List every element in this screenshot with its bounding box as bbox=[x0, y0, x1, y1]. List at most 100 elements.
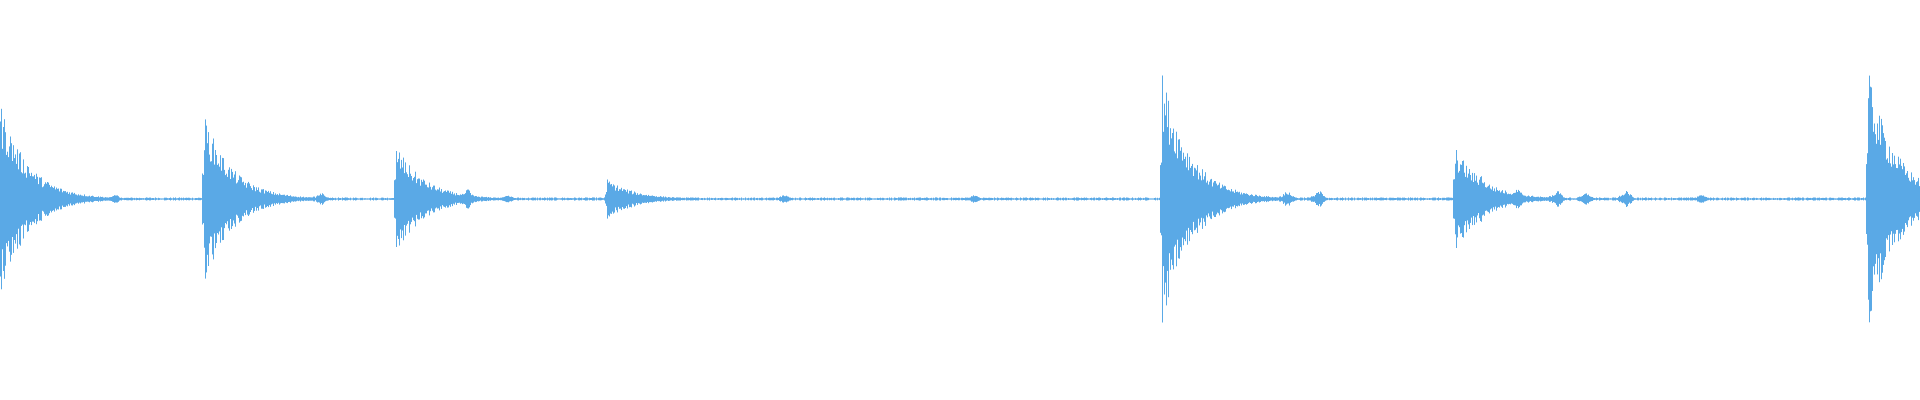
waveform-sample bbox=[649, 195, 650, 203]
waveform-sample bbox=[857, 197, 858, 201]
waveform-sample bbox=[791, 198, 792, 201]
waveform-sample bbox=[304, 197, 305, 201]
waveform-sample bbox=[1150, 198, 1151, 200]
waveform-sample bbox=[1095, 198, 1096, 200]
waveform-sample bbox=[512, 197, 513, 201]
waveform-sample bbox=[751, 197, 752, 201]
waveform-sample bbox=[978, 197, 979, 201]
waveform-sample bbox=[518, 197, 519, 201]
waveform-sample bbox=[25, 172, 26, 226]
waveform-sample bbox=[982, 198, 983, 200]
waveform-sample bbox=[1815, 197, 1816, 201]
waveform-sample bbox=[747, 198, 748, 200]
waveform-sample bbox=[1895, 164, 1896, 234]
waveform-sample bbox=[282, 194, 283, 204]
waveform-sample bbox=[688, 197, 689, 201]
waveform-sample bbox=[1435, 197, 1436, 201]
waveform-sample bbox=[927, 197, 928, 201]
waveform-sample bbox=[1017, 198, 1018, 201]
waveform-sample bbox=[1612, 197, 1613, 201]
waveform-sample bbox=[1025, 197, 1026, 201]
waveform-sample bbox=[465, 193, 466, 205]
waveform-sample bbox=[1268, 196, 1269, 202]
waveform-sample bbox=[598, 197, 599, 201]
waveform-sample bbox=[1070, 198, 1071, 200]
waveform-sample bbox=[1054, 198, 1055, 200]
waveform-sample bbox=[1510, 193, 1511, 205]
waveform-sample bbox=[1910, 181, 1911, 217]
waveform-sample bbox=[10, 136, 11, 262]
waveform-sample bbox=[44, 184, 45, 214]
waveform-sample bbox=[1340, 197, 1341, 201]
waveform-sample bbox=[826, 198, 827, 200]
waveform-sample bbox=[651, 195, 652, 203]
waveform-sample bbox=[1011, 197, 1012, 201]
waveform-sample bbox=[219, 166, 220, 232]
waveform-sample bbox=[1731, 197, 1732, 201]
waveform-sample bbox=[1838, 197, 1839, 201]
waveform-sample bbox=[460, 194, 461, 204]
waveform-sample bbox=[1547, 197, 1548, 201]
waveform-sample bbox=[408, 177, 409, 221]
waveform-sample bbox=[874, 198, 875, 200]
waveform-sample bbox=[620, 189, 621, 209]
waveform-sample bbox=[581, 197, 582, 201]
waveform-sample bbox=[710, 198, 711, 200]
waveform-sample bbox=[20, 152, 21, 246]
waveform-sample bbox=[1755, 198, 1756, 200]
waveform-sample bbox=[1408, 197, 1409, 201]
waveform-sample bbox=[350, 197, 351, 201]
waveform-sample bbox=[372, 198, 373, 200]
waveform-sample bbox=[46, 183, 47, 215]
waveform-sample bbox=[177, 198, 178, 200]
waveform-sample bbox=[1523, 195, 1524, 203]
waveform-sample bbox=[1445, 198, 1446, 200]
waveform-sample bbox=[1529, 196, 1530, 202]
waveform-sample bbox=[1537, 196, 1538, 202]
waveform-sample bbox=[463, 194, 464, 204]
waveform-sample bbox=[21, 172, 22, 226]
waveform-sample bbox=[728, 198, 729, 200]
waveform-sample bbox=[1362, 197, 1363, 201]
waveform-sample bbox=[333, 198, 334, 200]
waveform-sample bbox=[383, 197, 384, 201]
waveform-sample bbox=[862, 198, 863, 200]
waveform-sample bbox=[199, 197, 200, 201]
waveform-sample bbox=[386, 198, 387, 200]
waveform-sample bbox=[1270, 197, 1271, 201]
waveform-sample bbox=[1249, 195, 1250, 203]
waveform-sample bbox=[1351, 197, 1352, 201]
waveform-sample bbox=[232, 171, 233, 227]
waveform-sample bbox=[1440, 198, 1441, 200]
waveform-sample bbox=[787, 196, 788, 202]
waveform-sample bbox=[1207, 180, 1208, 218]
waveform-sample bbox=[1090, 198, 1091, 200]
waveform-sample bbox=[118, 196, 119, 202]
waveform-sample bbox=[1775, 198, 1776, 200]
waveform-sample bbox=[146, 197, 147, 201]
waveform-sample bbox=[1646, 197, 1647, 201]
waveform-sample bbox=[176, 198, 177, 200]
waveform-sample bbox=[1020, 197, 1021, 201]
waveform-sample bbox=[687, 197, 688, 201]
waveform-sample bbox=[1425, 198, 1426, 200]
waveform-sample bbox=[1405, 198, 1406, 200]
waveform-sample bbox=[47, 182, 48, 216]
waveform-sample bbox=[1570, 197, 1571, 201]
waveform-sample bbox=[213, 138, 214, 260]
waveform-sample bbox=[1538, 196, 1539, 202]
waveform-sample bbox=[1786, 198, 1787, 200]
waveform-sample bbox=[1823, 197, 1824, 201]
waveform-sample bbox=[829, 197, 830, 201]
waveform-sample bbox=[129, 198, 130, 201]
waveform-sample bbox=[1636, 198, 1637, 200]
waveform-sample bbox=[1026, 197, 1027, 201]
waveform-sample bbox=[1846, 198, 1847, 200]
waveform-sample bbox=[772, 197, 773, 201]
waveform-sample bbox=[653, 196, 654, 202]
waveform-sample bbox=[1420, 197, 1421, 201]
waveform-sample bbox=[418, 178, 419, 220]
waveform-sample bbox=[717, 198, 718, 200]
waveform-sample bbox=[577, 198, 578, 200]
waveform-sample bbox=[401, 159, 402, 239]
